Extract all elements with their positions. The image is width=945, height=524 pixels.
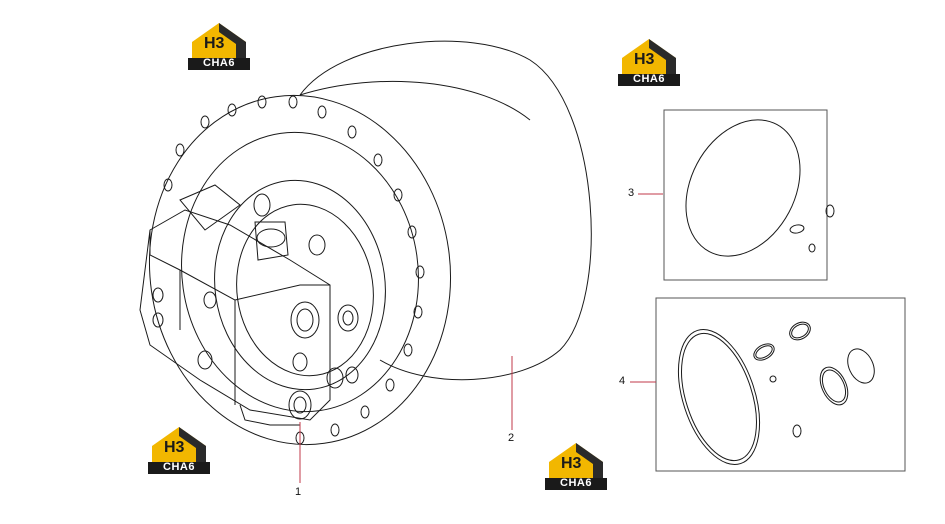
travel-motor-assembly xyxy=(139,40,592,446)
logo-mark-text: H3 xyxy=(634,51,655,68)
house-logo-icon xyxy=(618,39,680,86)
callout-part-1: 1 xyxy=(295,486,302,498)
flange-ring-outer xyxy=(148,94,452,446)
watermark-logo: H3 CHA6 xyxy=(188,20,250,70)
seal-kit-4-frame xyxy=(655,297,906,472)
seal-kit-3-parts xyxy=(685,119,835,257)
logo-brand-text: CHA6 xyxy=(633,73,665,85)
logo-mark-text: H3 xyxy=(164,439,185,456)
logo-mark-text: H3 xyxy=(561,455,582,472)
leader-lines xyxy=(299,193,663,483)
house-logo-icon xyxy=(545,443,607,490)
logo-mark-text: H3 xyxy=(204,35,225,52)
drum-rear-edge xyxy=(299,80,531,121)
callout-part-2: 2 xyxy=(508,432,515,444)
seal-kit-3-frame xyxy=(663,109,828,281)
watermark-logo: H3 CHA6 xyxy=(148,424,210,474)
flange-bolt-holes xyxy=(163,95,425,445)
drum-outline xyxy=(299,40,592,381)
seal-kit-4-parts xyxy=(678,321,875,465)
watermark-logo: H3 CHA6 xyxy=(545,440,607,490)
flange-ring-inner xyxy=(181,131,419,413)
valve-block xyxy=(139,209,331,421)
logo-brand-text: CHA6 xyxy=(203,57,235,69)
logo-brand-text: CHA6 xyxy=(163,461,195,473)
callout-part-3: 3 xyxy=(628,187,635,199)
watermark-logo: H3 CHA6 xyxy=(618,36,680,86)
house-logo-icon xyxy=(188,23,250,70)
house-logo-icon xyxy=(148,427,210,474)
callout-part-4: 4 xyxy=(619,375,626,387)
logo-brand-text: CHA6 xyxy=(560,477,592,489)
